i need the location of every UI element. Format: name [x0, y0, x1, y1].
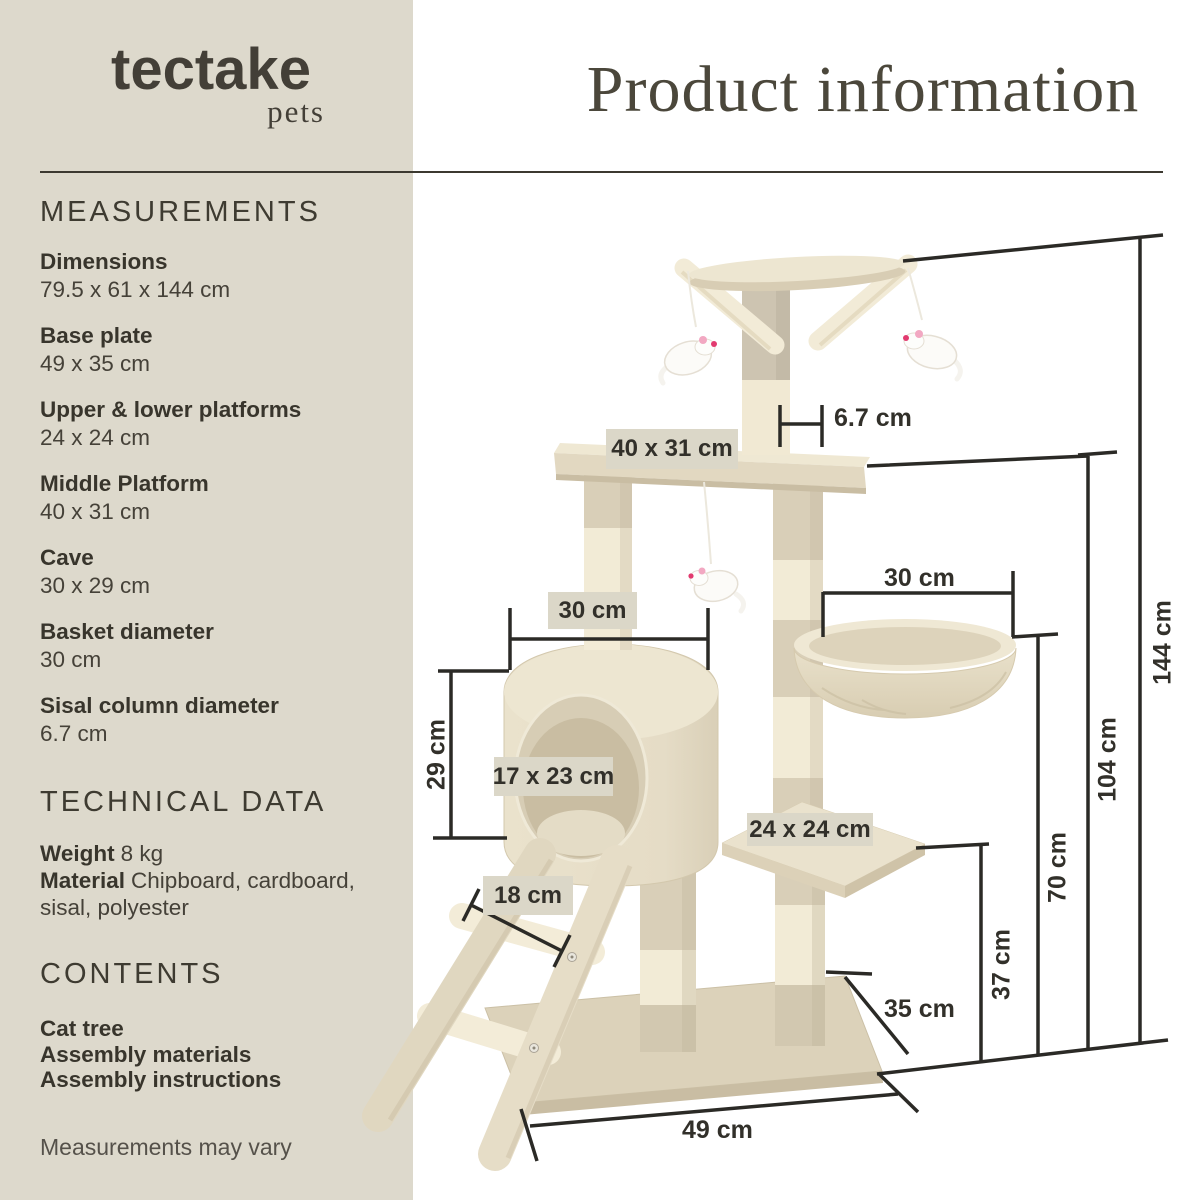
disclaimer-note: Measurements may vary — [40, 1134, 292, 1160]
label-ladder-rung: 18 cm — [483, 876, 573, 915]
label-middle-platform: 40 x 31 cm — [606, 429, 738, 469]
spec-value: 24 x 24 cm — [40, 425, 151, 450]
measurements-heading: MEASUREMENTS — [40, 196, 321, 228]
contents-item: Assembly instructions — [40, 1067, 282, 1092]
sidebar: tectake pets MEASUREMENTS Dimensions 79.… — [0, 0, 413, 1200]
label-cave-opening: 17 x 23 cm — [493, 757, 614, 796]
spec-value: 30 cm — [40, 647, 102, 672]
post-under-cave — [640, 862, 696, 1052]
label-height-144: 144 cm — [1148, 600, 1177, 685]
label-basket-width: 30 cm — [884, 564, 955, 592]
label-cave-width: 30 cm — [548, 592, 637, 629]
spec-value: 6.7 cm — [40, 721, 108, 746]
contents-item: Assembly materials — [40, 1041, 252, 1067]
ladder-rung — [417, 1003, 561, 1065]
spec-label: Middle Platform — [40, 471, 209, 496]
spec-sisal-diameter: Sisal column diameter 6.7 cm — [40, 692, 400, 748]
spec-label: Basket diameter — [40, 619, 214, 644]
post-under-lower-platform — [775, 848, 825, 1046]
spec-middle-platform: Middle Platform 40 x 31 cm — [40, 470, 400, 526]
spec-upper-lower-platforms: Upper & lower platforms 24 x 24 cm — [40, 396, 400, 452]
dim-sisal-diameter — [778, 405, 824, 447]
toy-string — [687, 270, 697, 328]
ladder-screw — [529, 1043, 539, 1053]
spec-value: 30 x 29 cm — [40, 573, 151, 598]
tech-value: 8 kg — [120, 841, 164, 866]
tech-label: Material — [40, 868, 126, 893]
toy-mouse-middle — [688, 567, 747, 614]
spec-value: 40 x 31 cm — [40, 499, 151, 524]
spec-basket-diameter: Basket diameter 30 cm — [40, 618, 400, 674]
post-right-mid — [773, 472, 823, 848]
tech-label: Weight — [40, 841, 115, 866]
sisal-arm-right-shade — [818, 268, 908, 347]
spec-label: Base plate — [40, 323, 153, 348]
top-platform — [688, 255, 906, 292]
toy-string — [703, 481, 712, 565]
spec-cave: Cave 30 x 29 cm — [40, 544, 400, 600]
spec-value: 49 x 35 cm — [40, 351, 151, 376]
toy-mouse-left — [658, 336, 717, 386]
ladder-rung — [449, 903, 605, 965]
spec-base-plate: Base plate 49 x 35 cm — [40, 322, 400, 378]
label-base-width: 49 cm — [682, 1116, 753, 1144]
brand-logo: tectake pets — [93, 40, 329, 130]
label-height-70: 70 cm — [1043, 832, 1072, 903]
toy-mouse-right — [903, 330, 963, 382]
brand-name: tectake — [111, 37, 311, 102]
dimension-lines — [433, 233, 1169, 1162]
contents-list: Cat tree Assembly materials Assembly ins… — [40, 1016, 400, 1093]
sisal-arm-left-shade — [680, 270, 772, 351]
dim-height-37 — [915, 842, 990, 1062]
label-height-37: 37 cm — [987, 929, 1016, 1000]
label-cave-height: 29 cm — [422, 719, 451, 790]
base-plate — [484, 975, 883, 1115]
center-post-top — [742, 280, 790, 455]
dim-height-144 — [902, 233, 1164, 1043]
page-title: Product information — [586, 53, 1140, 126]
technical-data-heading: TECHNICAL DATA — [40, 786, 327, 818]
spec-dimensions: Dimensions 79.5 x 61 x 144 cm — [40, 248, 400, 304]
brand-subtitle: pets — [267, 94, 325, 129]
spec-label: Cave — [40, 545, 94, 570]
sisal-arm-left — [674, 258, 785, 355]
toy-string — [907, 267, 923, 321]
label-lower-platform: 24 x 24 cm — [747, 813, 873, 846]
spec-label: Upper & lower platforms — [40, 397, 302, 422]
sisal-arm-right — [808, 254, 918, 351]
contents-item: Cat tree — [40, 1016, 124, 1041]
spec-value: 79.5 x 61 x 144 cm — [40, 277, 231, 302]
basket — [793, 619, 1017, 719]
divider-line — [40, 171, 1163, 173]
spec-label: Dimensions — [40, 249, 168, 274]
label-height-104: 104 cm — [1093, 717, 1122, 802]
spec-label: Sisal column diameter — [40, 693, 279, 718]
ladder-screw — [567, 952, 577, 962]
contents-heading: CONTENTS — [40, 958, 224, 990]
label-sisal-diameter: 6.7 cm — [834, 404, 912, 432]
dim-ground-line — [876, 1038, 1169, 1076]
label-base-depth: 35 cm — [884, 995, 955, 1023]
tech-value: Chipboard, cardboard, sisal, polyester — [40, 868, 355, 920]
